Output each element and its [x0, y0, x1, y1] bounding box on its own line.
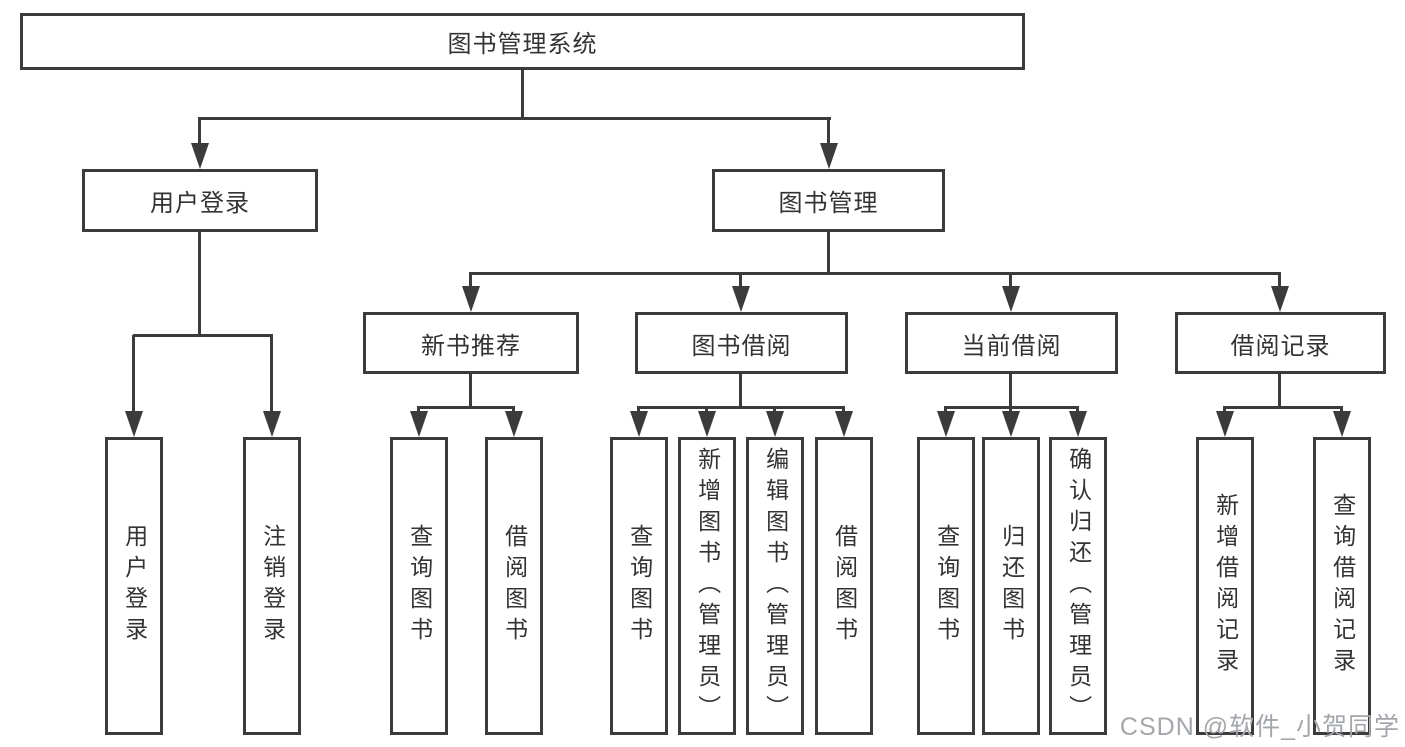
- connector-to-new-book: [469, 273, 472, 289]
- connector-to-leaf-login: [132, 335, 135, 413]
- connector-book-borrow-stem: [739, 374, 742, 407]
- node-borrow-record: 借阅记录: [1175, 312, 1386, 374]
- node-leaf-query-borrow-record-label: 查询借阅记录: [1329, 493, 1356, 679]
- connector-new-book-stem: [469, 374, 472, 407]
- node-book-borrow-label: 图书借阅: [691, 332, 792, 360]
- node-new-book-rec-label: 新书推荐: [421, 332, 521, 360]
- node-root: 图书管理系统: [20, 13, 1025, 70]
- node-borrow-record-label: 借阅记录: [1230, 332, 1331, 360]
- node-leaf-edit-book-label: 编辑图书（管理员）: [762, 446, 789, 726]
- node-leaf-logout-label: 注销登录: [259, 524, 286, 648]
- arrowhead-to-new-book: [462, 286, 480, 312]
- node-leaf-user-login: 用户登录: [105, 437, 163, 735]
- connector-root-stem: [521, 70, 524, 118]
- arrowhead-to-leaf-confirm: [1069, 411, 1087, 437]
- connector-borrow-record-stem: [1278, 374, 1281, 407]
- node-book-mgmt-branch: 图书管理: [712, 169, 945, 232]
- arrowhead-to-leaf-query3: [937, 411, 955, 437]
- connector-book-borrow-rail: [638, 406, 845, 409]
- node-new-book-rec: 新书推荐: [363, 312, 579, 374]
- node-leaf-query-book-3-label: 查询图书: [933, 524, 960, 648]
- arrowhead-to-leaf-add-book: [698, 411, 716, 437]
- arrowhead-to-leaf-add-record: [1216, 411, 1234, 437]
- arrowhead-to-leaf-query1: [410, 411, 428, 437]
- node-leaf-borrow-book-2-label: 借阅图书: [831, 524, 858, 648]
- node-leaf-query-book-2-label: 查询图书: [626, 524, 653, 648]
- connector-to-borrow-record: [1278, 273, 1281, 289]
- node-root-label: 图书管理系统: [447, 31, 598, 58]
- arrowhead-to-leaf-logout: [263, 411, 281, 437]
- arrowhead-to-leaf-return: [1002, 411, 1020, 437]
- node-leaf-edit-book: 编辑图书（管理员）: [746, 437, 804, 735]
- node-leaf-add-borrow-record-label: 新增借阅记录: [1212, 493, 1239, 679]
- arrowhead-to-leaf-query-record: [1333, 411, 1351, 437]
- connector-current-borrow-rail: [945, 406, 1079, 409]
- arrowhead-to-current-borrow: [1002, 286, 1020, 312]
- node-leaf-add-borrow-record: 新增借阅记录: [1196, 437, 1254, 735]
- connector-to-book-mgmt: [827, 117, 830, 149]
- arrowhead-to-book-borrow: [732, 286, 750, 312]
- node-current-borrow-label: 当前借阅: [961, 332, 1062, 360]
- node-leaf-return-book-label: 归还图书: [998, 524, 1025, 648]
- connector-new-book-rail: [418, 406, 515, 409]
- arrowhead-to-leaf-borrow1: [505, 411, 523, 437]
- connector-current-borrow-stem: [1009, 374, 1012, 407]
- node-book-mgmt-branch-label: 图书管理: [778, 190, 879, 217]
- connector-book-mgmt-stem: [827, 232, 830, 273]
- arrowhead-to-leaf-query2: [630, 411, 648, 437]
- node-leaf-borrow-book-1-label: 借阅图书: [501, 524, 528, 648]
- node-leaf-query-book-1: 查询图书: [390, 437, 448, 735]
- csdn-watermark: CSDN @软件_小贺同学: [1119, 713, 1400, 741]
- node-book-borrow: 图书借阅: [635, 312, 848, 374]
- node-leaf-query-book-3: 查询图书: [917, 437, 975, 735]
- node-leaf-add-book-label: 新增图书（管理员）: [694, 446, 721, 726]
- arrowhead-to-leaf-edit-book: [766, 411, 784, 437]
- node-leaf-logout: 注销登录: [243, 437, 301, 735]
- node-leaf-query-book-1-label: 查询图书: [406, 524, 433, 648]
- node-leaf-borrow-book-1: 借阅图书: [485, 437, 543, 735]
- node-leaf-confirm-return-label: 确认归还（管理员）: [1065, 446, 1092, 726]
- connector-to-leaf-logout: [270, 335, 273, 413]
- node-leaf-query-book-2: 查询图书: [610, 437, 668, 735]
- node-leaf-borrow-book-2: 借阅图书: [815, 437, 873, 735]
- connector-level2-rail: [469, 272, 1281, 275]
- node-leaf-return-book: 归还图书: [982, 437, 1040, 735]
- arrowhead-to-book-mgmt: [820, 143, 838, 169]
- connector-to-current-borrow: [1009, 273, 1012, 289]
- arrowhead-to-user-login: [191, 143, 209, 169]
- arrowhead-to-borrow-record: [1271, 286, 1289, 312]
- node-leaf-confirm-return: 确认归还（管理员）: [1049, 437, 1107, 735]
- node-user-login-branch: 用户登录: [82, 169, 318, 232]
- node-user-login-branch-label: 用户登录: [150, 190, 250, 217]
- connector-borrow-record-rail: [1224, 406, 1343, 409]
- node-current-borrow: 当前借阅: [905, 312, 1118, 374]
- node-leaf-add-book: 新增图书（管理员）: [678, 437, 736, 735]
- arrowhead-to-leaf-login: [125, 411, 143, 437]
- node-leaf-user-login-label: 用户登录: [121, 524, 148, 648]
- connector-level1-rail: [199, 117, 831, 120]
- arrowhead-to-leaf-borrow2: [835, 411, 853, 437]
- connector-to-book-borrow: [739, 273, 742, 289]
- connector-user-login-stem: [198, 232, 201, 335]
- node-leaf-query-borrow-record: 查询借阅记录: [1313, 437, 1371, 735]
- connector-to-user-login: [198, 117, 201, 149]
- connector-user-login-rail: [133, 334, 273, 337]
